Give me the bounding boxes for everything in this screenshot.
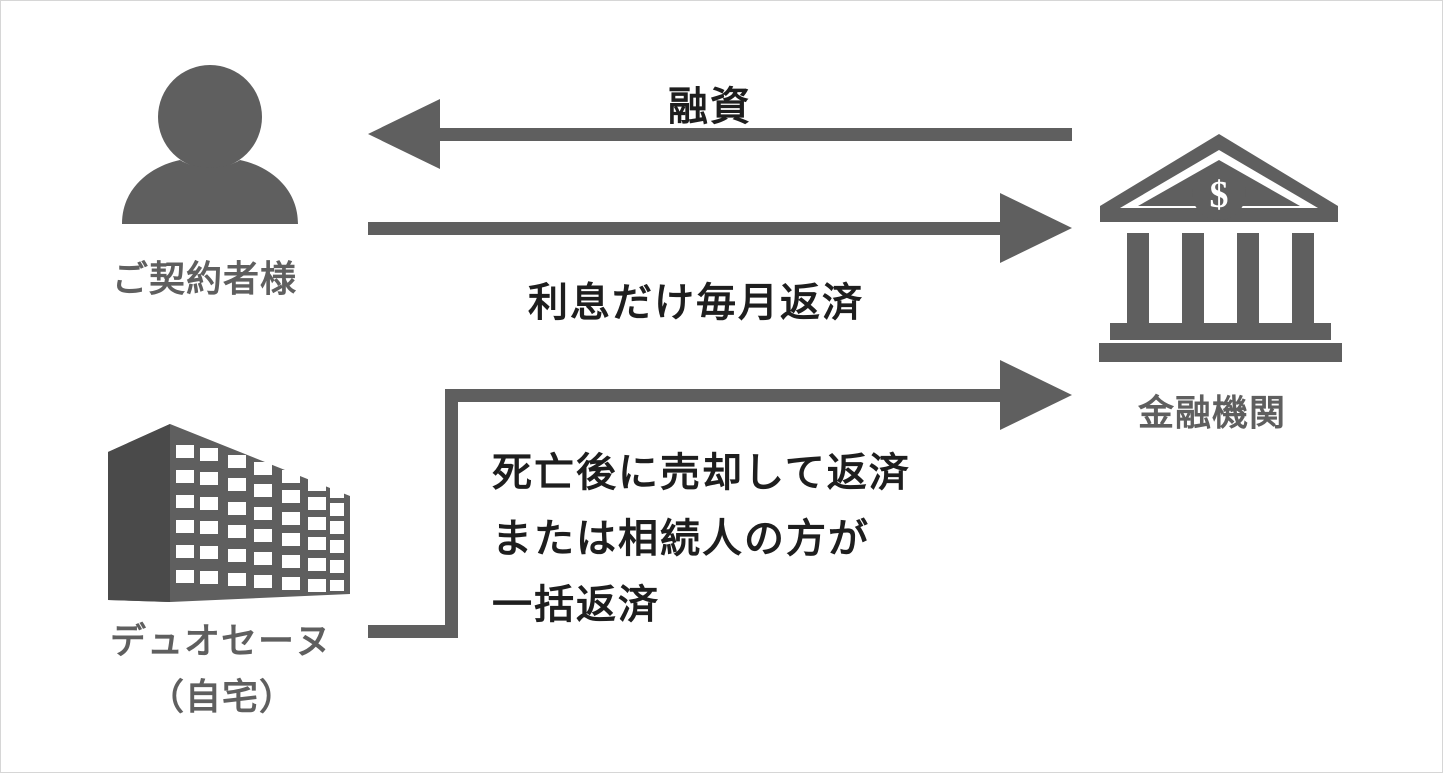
interest-caption: 利息だけ毎月返済	[528, 279, 864, 326]
repayment-caption-line: 死亡後に売却して返済	[492, 449, 911, 496]
apartment-building-icon	[108, 424, 350, 602]
interest-arrow	[368, 193, 1072, 263]
customer-label: ご契約者様	[112, 258, 298, 300]
bank-icon: $	[1099, 134, 1342, 362]
repayment-arrow	[368, 360, 1072, 638]
bank-label: 金融機関	[1138, 392, 1287, 434]
loan-arrow	[368, 99, 1072, 169]
home-label-line2: （自宅）	[148, 676, 297, 718]
person-icon	[122, 65, 298, 224]
repayment-caption-line: 一括返済	[492, 581, 660, 628]
bank-dollar-symbol: $	[1210, 174, 1229, 216]
home-label-line1: デュオセーヌ	[110, 620, 333, 662]
loan-caption: 融資	[668, 83, 752, 130]
repayment-caption: 死亡後に売却して返済 または相続人の方が 一括返済	[492, 440, 911, 638]
repayment-caption-line: または相続人の方が	[492, 515, 870, 562]
